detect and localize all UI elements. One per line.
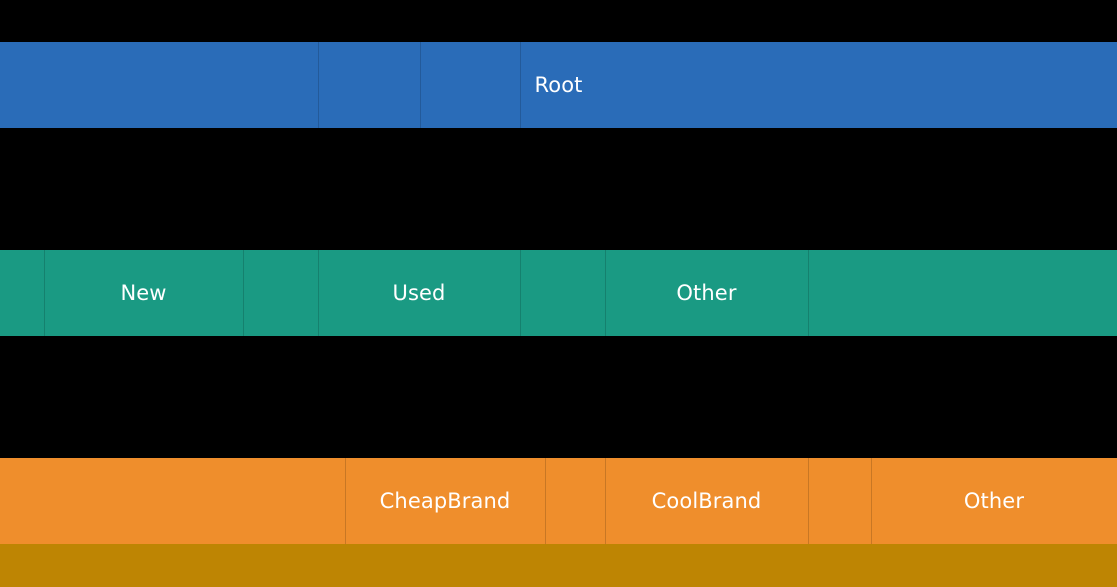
icicle-node-label: Other (963, 488, 1025, 513)
icicle-node[interactable] (0, 458, 345, 544)
icicle-node-label: Used (392, 280, 446, 305)
icicle-band-root-level: Root (0, 42, 1117, 128)
icicle-node[interactable] (0, 544, 1117, 587)
icicle-seam (605, 458, 606, 544)
icicle-node-root[interactable] (318, 42, 420, 128)
icicle-node-label: Root (534, 72, 583, 97)
icicle-seam (605, 250, 606, 336)
icicle-node-coolbrand[interactable]: CoolBrand (605, 458, 808, 544)
icicle-seam (871, 458, 872, 544)
icicle-seam (808, 250, 809, 336)
icicle-node[interactable] (420, 42, 520, 128)
icicle-node[interactable] (0, 250, 44, 336)
icicle-node[interactable] (808, 250, 1117, 336)
icicle-band-leaf-level (0, 544, 1117, 587)
icicle-node-label: CheapBrand (379, 488, 511, 513)
icicle-node-root: Root (0, 42, 1117, 128)
icicle-node-other[interactable]: Other (871, 458, 1117, 544)
icicle-seam (520, 250, 521, 336)
icicle-seam (345, 458, 346, 544)
icicle-node[interactable] (545, 458, 605, 544)
icicle-node[interactable] (0, 42, 318, 128)
icicle-seam (808, 458, 809, 544)
icicle-node-label: New (120, 280, 167, 305)
icicle-node[interactable] (808, 458, 871, 544)
icicle-node-label: CoolBrand (651, 488, 762, 513)
icicle-node-new[interactable]: New (44, 250, 243, 336)
icicle-node-label: Other (676, 280, 737, 305)
icicle-seam (318, 250, 319, 336)
icicle-node[interactable] (243, 250, 318, 336)
icicle-node[interactable] (520, 250, 605, 336)
icicle-seam (545, 458, 546, 544)
icicle-seam (420, 42, 421, 128)
icicle-seam (520, 42, 521, 128)
icicle-seam (243, 250, 244, 336)
icicle-band-condition-level: New Used Other (0, 250, 1117, 336)
icicle-seam (318, 42, 319, 128)
icicle-node-cheapbrand[interactable]: CheapBrand (345, 458, 545, 544)
icicle-band-brand-level: CheapBrand CoolBrand Other (0, 458, 1117, 544)
icicle-node-used[interactable]: Used (318, 250, 520, 336)
icicle-node[interactable] (520, 42, 1117, 128)
icicle-seam (44, 250, 45, 336)
icicle-node-other[interactable]: Other (605, 250, 808, 336)
